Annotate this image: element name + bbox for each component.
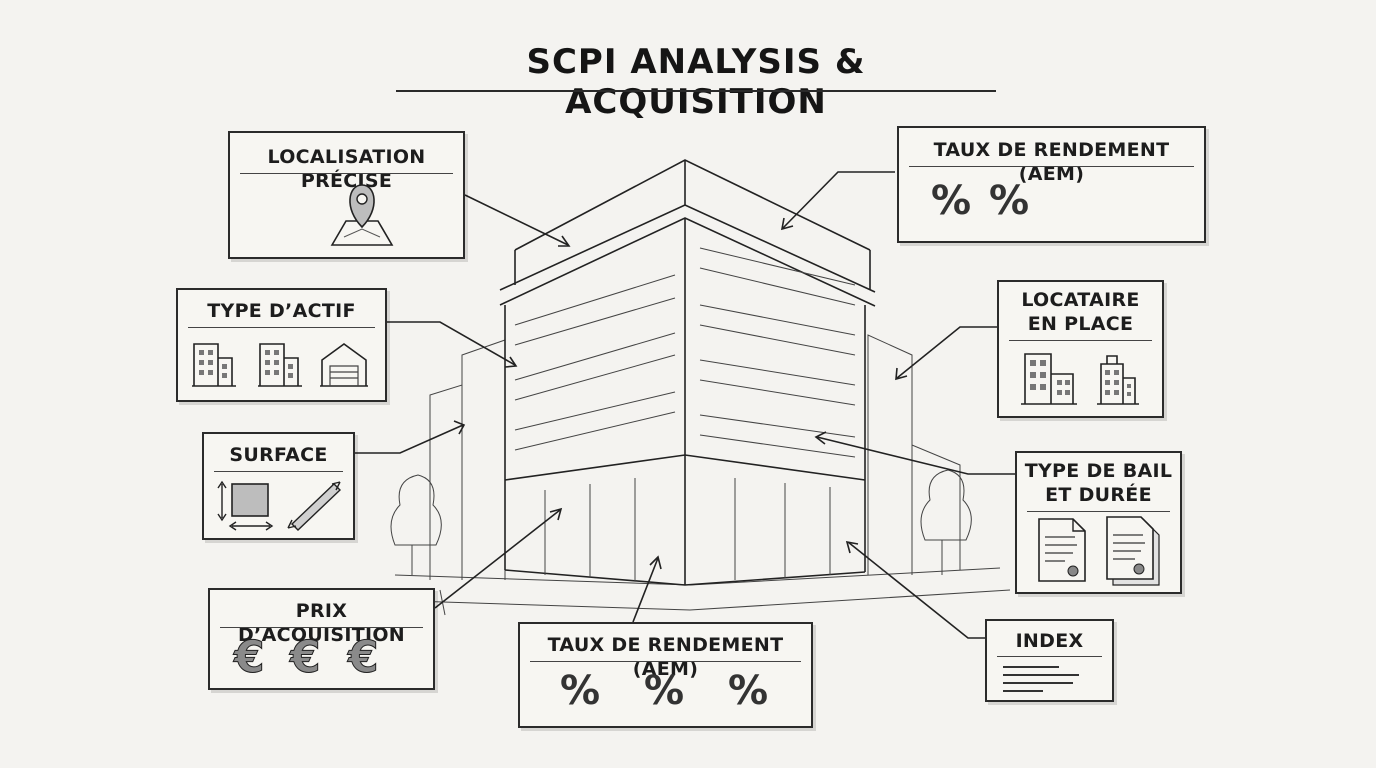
box-prix: PRIX D’ACQUISITION € € € xyxy=(208,588,435,690)
ruler-diagonal-icon xyxy=(287,481,342,531)
box-rendement-bottom: TAUX DE RENDEMENT (AEM) % % % xyxy=(518,622,813,728)
main-building xyxy=(499,159,876,586)
title-underline xyxy=(396,90,996,92)
asset-icons-row xyxy=(192,343,368,387)
box-type-actif-label: TYPE D’ACTIF xyxy=(207,300,356,322)
box-surface-label: SURFACE xyxy=(229,444,328,466)
box-type-actif: TYPE D’ACTIF xyxy=(176,288,387,402)
divider xyxy=(530,661,801,662)
office-building-icon xyxy=(192,343,236,387)
area-square-icon xyxy=(217,480,342,531)
percent-symbol: % xyxy=(560,668,601,714)
background-buildings xyxy=(429,334,961,580)
euro-symbol: € xyxy=(290,632,322,684)
divider xyxy=(1027,511,1170,512)
tenant-icons-row xyxy=(1021,353,1139,405)
divider xyxy=(1009,340,1152,341)
diagram-title: SCPI ANALYSIS & ACQUISITION xyxy=(526,42,866,122)
box-rendement-bottom-label: TAUX DE RENDEMENT (AEM) xyxy=(547,634,784,680)
percent-symbol: % xyxy=(644,668,685,714)
contract-document-icon xyxy=(1038,518,1086,582)
box-locataire-label-2: EN PLACE xyxy=(1027,313,1134,335)
box-prix-label: PRIX D’ACQUISITION xyxy=(237,600,406,646)
box-localisation-label: LOCALISATION PRÉCISE xyxy=(267,146,426,192)
euro-symbol: € xyxy=(234,632,266,684)
divider xyxy=(220,627,423,628)
connector-arrows xyxy=(355,171,1015,639)
warehouse-icon xyxy=(320,343,368,387)
divider xyxy=(909,166,1194,167)
box-type-bail-label-1: TYPE DE BAIL xyxy=(1024,460,1173,482)
box-localisation: LOCALISATION PRÉCISE xyxy=(228,131,465,259)
percent-symbol: % xyxy=(728,668,769,714)
box-index-label: INDEX xyxy=(1015,630,1084,652)
tree-left xyxy=(390,474,442,575)
tree-right xyxy=(920,469,972,575)
office-building-icon xyxy=(1021,353,1077,405)
box-locataire-label-1: LOCATAIRE xyxy=(1021,289,1140,311)
divider xyxy=(214,471,343,472)
text-lines-icon xyxy=(1003,666,1079,692)
divider xyxy=(188,327,375,328)
box-rendement-top-label: TAUX DE RENDEMENT (AEM) xyxy=(933,139,1170,185)
box-type-bail-label-2: ET DURÉE xyxy=(1045,484,1152,506)
box-type-bail: TYPE DE BAIL ET DURÉE xyxy=(1015,451,1182,594)
percent-symbol: % xyxy=(931,178,972,224)
box-surface: SURFACE xyxy=(202,432,355,540)
percent-symbol: % xyxy=(989,178,1030,224)
divider xyxy=(997,656,1102,657)
office-building-icon xyxy=(258,343,302,387)
divider xyxy=(240,173,453,174)
lease-icons-row xyxy=(1038,516,1160,586)
map-pin-icon xyxy=(330,184,394,246)
contract-document-icon xyxy=(1106,516,1160,586)
street-lines xyxy=(379,567,1011,616)
box-rendement-top: TAUX DE RENDEMENT (AEM) % % xyxy=(897,126,1206,243)
office-tower-icon xyxy=(1097,355,1139,405)
box-index: INDEX xyxy=(985,619,1114,702)
euro-symbol: € xyxy=(348,632,380,684)
box-locataire: LOCATAIRE EN PLACE xyxy=(997,280,1164,418)
